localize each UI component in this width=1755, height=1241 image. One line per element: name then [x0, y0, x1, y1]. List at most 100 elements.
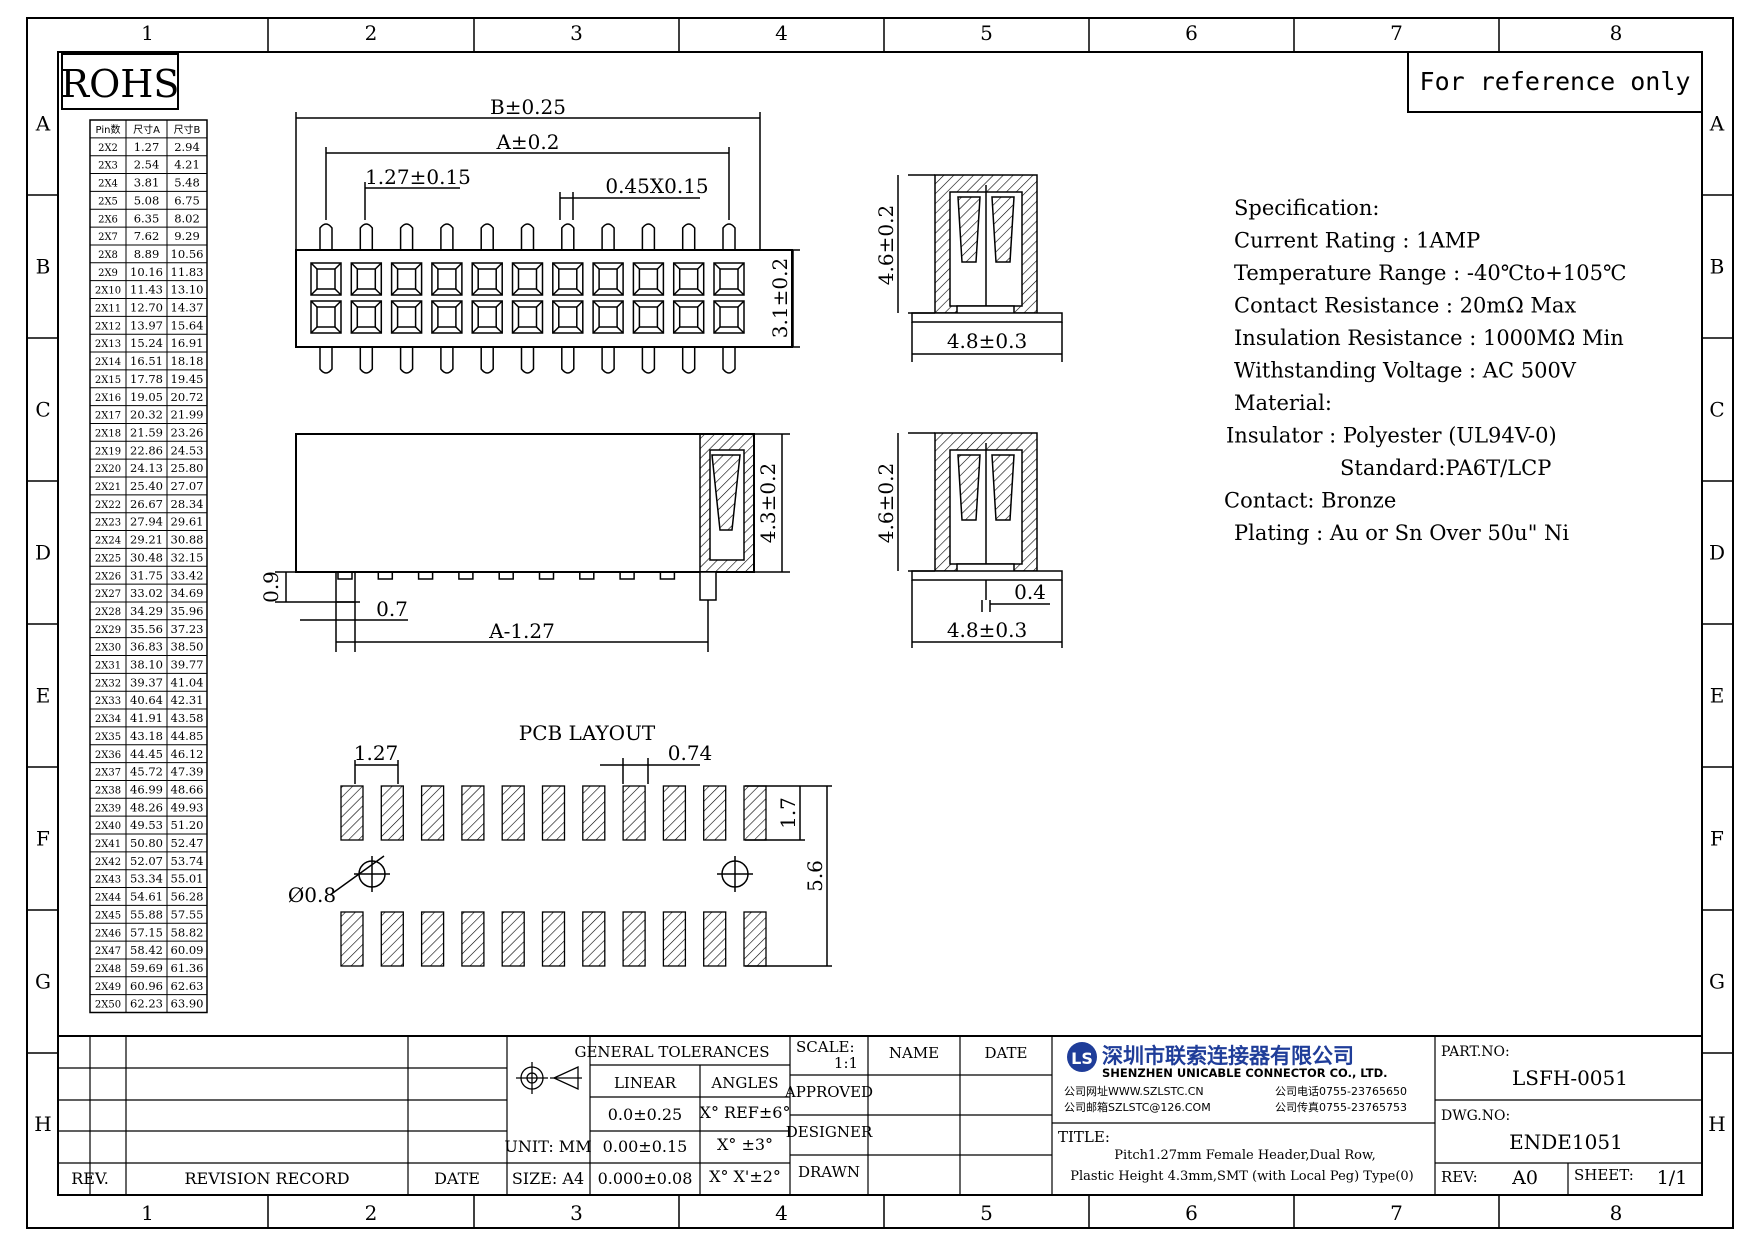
pin-table-cell: 2X34 — [95, 714, 121, 725]
spec-line: Withstanding Voltage : AC 500V — [1234, 359, 1577, 383]
frame-column-label: 6 — [1185, 1201, 1198, 1225]
pin-table-cell: 33.02 — [130, 586, 163, 600]
frame-column-label: 4 — [775, 21, 788, 45]
angle-tol-3: X° X'±2° — [709, 1167, 781, 1186]
pin-table-cell: 57.15 — [130, 925, 163, 939]
frame-column-label: 6 — [1185, 21, 1198, 45]
dim-height-3-1: 3.1±0.2 — [768, 258, 792, 338]
pin-table-cell: 2X12 — [95, 321, 121, 332]
spec-line: Insulation Resistance : 1000MΩ Min — [1234, 326, 1624, 350]
pin-table-cell: 2X50 — [95, 1000, 121, 1011]
pin-table-cell: 2X33 — [95, 696, 121, 707]
frame-column-label: 3 — [570, 21, 583, 45]
sheet-label: SHEET: — [1574, 1166, 1634, 1184]
dim-width-4-8-b: 4.8±0.3 — [947, 618, 1027, 642]
pin-table-cell: 63.90 — [171, 997, 204, 1011]
pin-table-cell: 33.42 — [171, 568, 204, 582]
frame-row-label: G — [1709, 970, 1725, 994]
frame-column-label: 2 — [365, 1201, 378, 1225]
pin-table-cell: 11.83 — [171, 265, 204, 279]
pin-table-cell: 22.86 — [130, 443, 163, 457]
pcb-layout-labels: PCB LAYOUT 1.27 0.74 1.7 5.6 Ø0.8 — [288, 721, 827, 907]
dim-height-4-3: 4.3±0.2 — [756, 463, 780, 543]
frame-row-label: A — [1709, 112, 1725, 136]
company-mail: 公司邮箱SZLSTC@126.COM — [1064, 1100, 1211, 1114]
pin-table-cell: 2X41 — [95, 839, 121, 850]
top-view-labels: B±0.25 A±0.2 1.27±0.15 0.45X0.15 3.1±0.2 — [365, 95, 792, 338]
pin-table-cell: 2X29 — [95, 625, 121, 636]
reference-note-box: For reference only — [1407, 51, 1703, 113]
pin-table-cell: 13.10 — [171, 283, 204, 297]
linear-tol-2: 0.00±0.15 — [603, 1137, 688, 1156]
pin-table-cell: 51.20 — [171, 818, 204, 832]
pin-table-cell: 2X49 — [95, 982, 121, 993]
pin-table-cell: 56.28 — [171, 890, 204, 904]
pin-table-cell: 39.77 — [171, 658, 204, 672]
frame-row-label: C — [35, 398, 50, 422]
pin-table-cell: 2.54 — [134, 158, 160, 172]
pin-table-cell: 2X5 — [98, 196, 118, 207]
pin-table-cell: 58.42 — [130, 943, 163, 957]
dim-pin-size: 0.45X0.15 — [605, 174, 708, 198]
pin-table-cell: 2X14 — [95, 357, 121, 368]
end-view-bottom-labels: 4.6±0.2 4.8±0.3 0.4 — [874, 463, 1046, 642]
pin-table-cell: 2X17 — [95, 411, 121, 422]
pin-table-cell: 2X6 — [98, 214, 118, 225]
pcb-row-span: 5.6 — [803, 860, 827, 892]
pin-table-cell: 62.23 — [130, 997, 163, 1011]
frame-column-label: 8 — [1610, 21, 1623, 45]
date-label: DATE — [434, 1169, 480, 1188]
pin-table-cell: 38.10 — [130, 658, 163, 672]
pin-table-cell: 60.09 — [171, 943, 204, 957]
frame-row-label: D — [1709, 541, 1725, 565]
rev-value: A0 — [1511, 1167, 1538, 1189]
pin-table-cell: 11.43 — [130, 283, 163, 297]
top-view — [295, 112, 800, 374]
pin-table-cell: 19.45 — [171, 372, 204, 386]
pin-table-cell: 2X28 — [95, 607, 121, 618]
name-label: NAME — [889, 1044, 939, 1062]
title-line-1: Pitch1.27mm Female Header,Dual Row, — [1114, 1148, 1375, 1163]
dim-a-minus: A-1.27 — [488, 619, 555, 643]
pin-table-cell: 32.15 — [171, 550, 204, 564]
pin-table-cell: 39.37 — [130, 675, 163, 689]
pin-table-cell: 44.45 — [130, 747, 163, 761]
pin-table-cell: 1.27 — [134, 140, 160, 154]
pcb-pad-width: 0.74 — [668, 741, 713, 765]
company-web: 公司网址WWW.SZLSTC.CN — [1064, 1084, 1204, 1098]
pin-table-cell: 2X18 — [95, 428, 121, 439]
frame-row-label: F — [1710, 827, 1724, 851]
dim-width-4-8-a: 4.8±0.3 — [947, 329, 1027, 353]
spec-line: Contact Resistance : 20mΩ Max — [1234, 294, 1576, 318]
pin-table-cell: 59.69 — [130, 961, 163, 975]
frame-column-label: 7 — [1390, 1201, 1403, 1225]
pin-table-cell: 6.75 — [174, 193, 200, 207]
pin-table-cell: 41.91 — [130, 711, 163, 725]
frame-row-label: E — [1710, 684, 1725, 708]
company-tel: 公司电话0755-23765650 — [1275, 1085, 1407, 1098]
pin-table-cell: 2X40 — [95, 821, 121, 832]
scale-label: SCALE: — [796, 1038, 855, 1056]
date2-label: DATE — [985, 1044, 1028, 1062]
pin-table-cell: 41.04 — [171, 675, 204, 689]
frame-column-label: 4 — [775, 1201, 788, 1225]
pin-table-cell: 25.40 — [130, 479, 163, 493]
pcb-layout-title: PCB LAYOUT — [519, 721, 656, 745]
pin-table-cell: 36.83 — [130, 640, 163, 654]
frame-row-label: A — [35, 112, 51, 136]
title-block — [58, 1035, 1702, 1196]
part-no-label: PART.NO: — [1441, 1044, 1510, 1060]
pin-table-cell: 19.05 — [130, 390, 163, 404]
pin-table-cell: 17.78 — [130, 372, 163, 386]
rev-label: REV. — [71, 1169, 109, 1188]
pin-table-cell: 2X21 — [95, 482, 121, 493]
pin-table-cell: 48.26 — [130, 800, 163, 814]
linear-tol-1: 0.0±0.25 — [608, 1105, 682, 1124]
pin-table-cell: 45.72 — [130, 765, 163, 779]
pin-table-cell: 30.48 — [130, 550, 163, 564]
pin-table-cell: 58.82 — [171, 925, 204, 939]
pin-table-cell: 13.97 — [130, 318, 163, 332]
pin-table-cell: 2X46 — [95, 928, 121, 939]
pin-table-cell: 54.61 — [130, 890, 163, 904]
pin-table-cell: 60.96 — [130, 979, 163, 993]
